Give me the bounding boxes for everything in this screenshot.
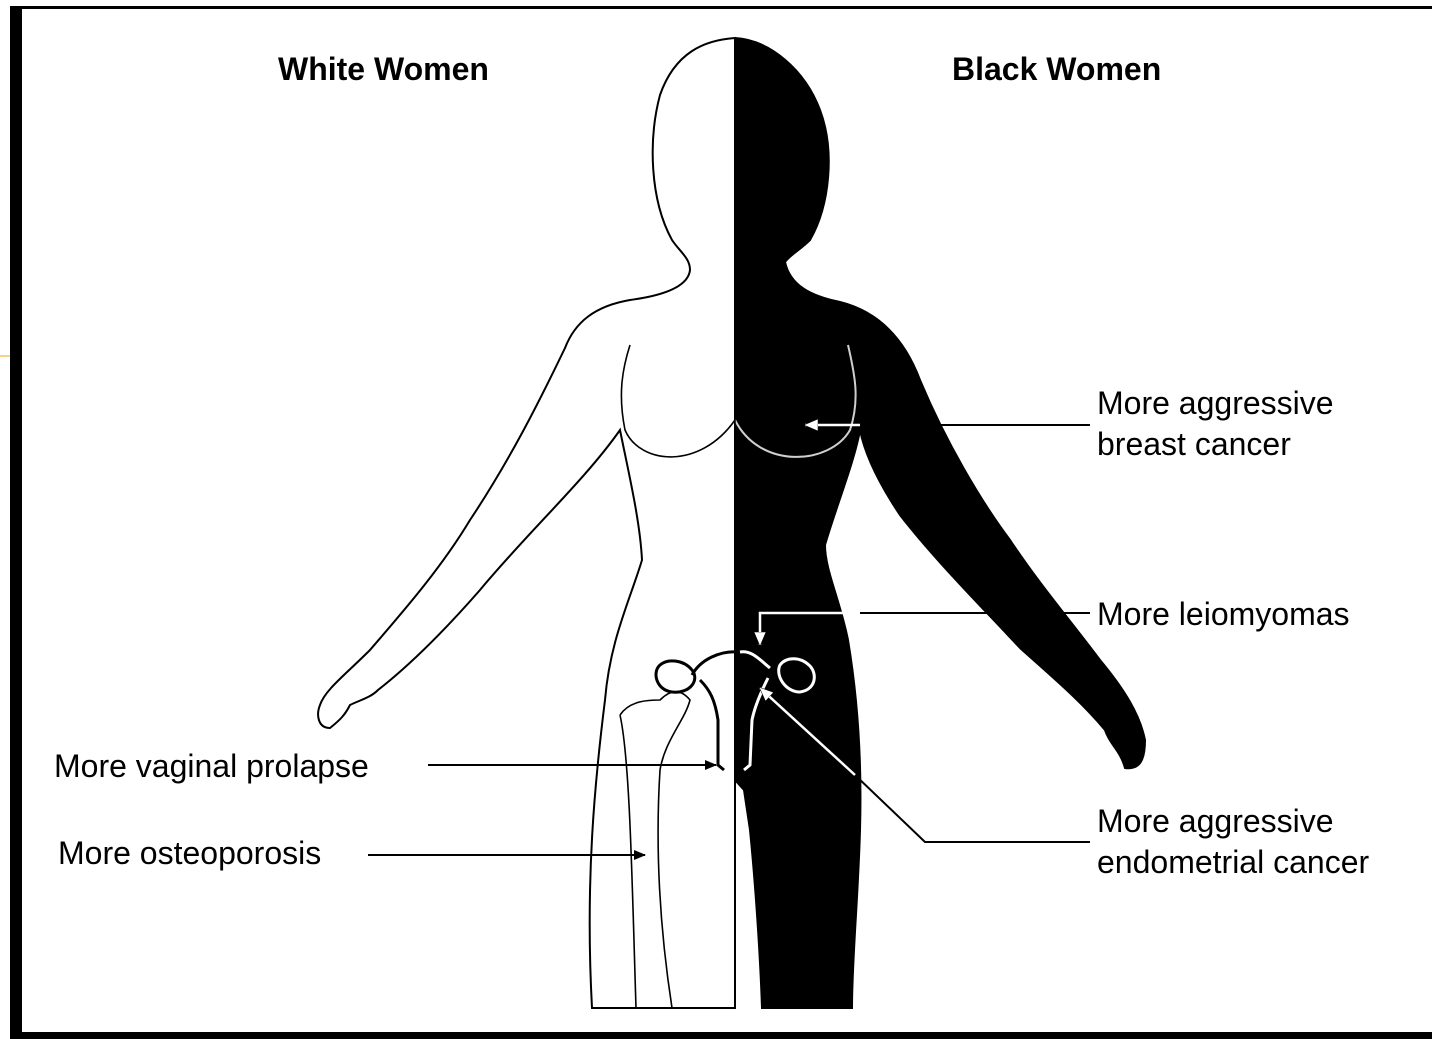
breast-cancer-label-line2: breast cancer [1097,426,1291,462]
header-black-women: Black Women [952,51,1161,87]
leiomyomas-label: More leiomyomas [1097,596,1350,632]
left-ovary [656,661,695,692]
osteoporosis-label: More osteoporosis [58,835,321,871]
endometrial-label-line2: endometrial cancer [1097,844,1369,880]
endometrial-label-line1: More aggressive [1097,803,1334,839]
left-border [10,6,22,1039]
header-white-women: White Women [278,51,489,87]
bottom-border [10,1032,1432,1039]
top-border [10,6,1432,9]
left-accent-line [0,355,10,357]
breast-cancer-label-line1: More aggressive [1097,385,1334,421]
vaginal-prolapse-label: More vaginal prolapse [54,748,369,784]
